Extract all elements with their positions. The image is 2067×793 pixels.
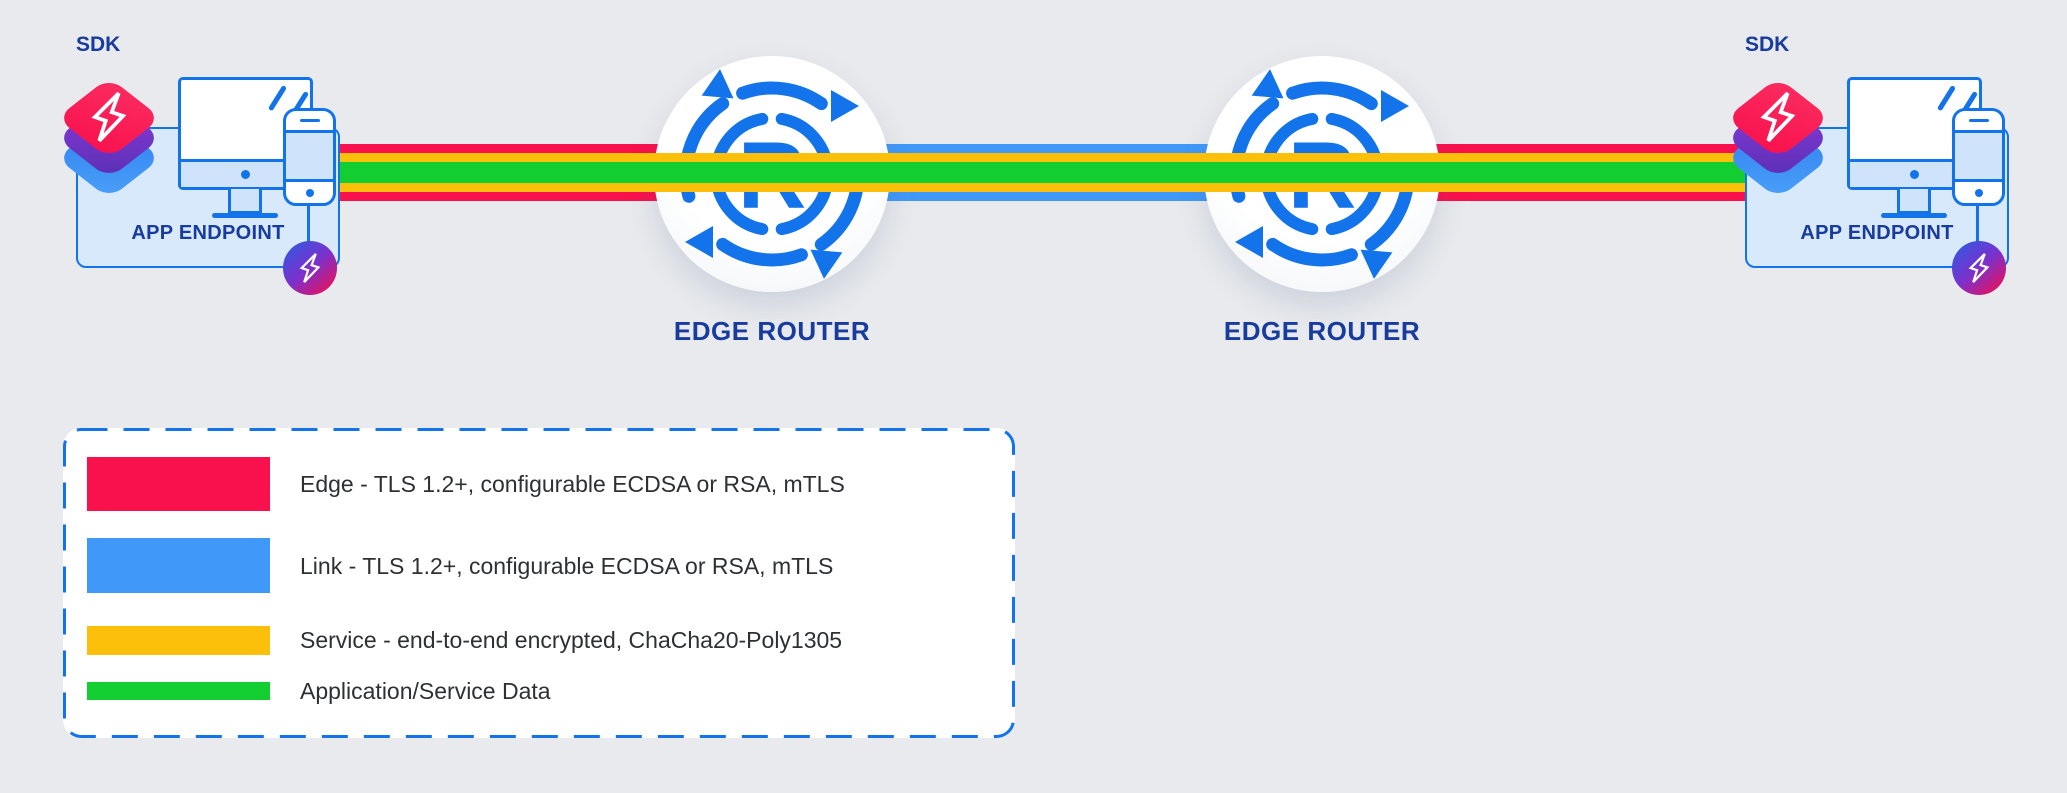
legend-swatch-edge (87, 457, 270, 511)
link-stripe-bottom (772, 192, 1322, 201)
legend-swatch-data (87, 682, 270, 700)
phone-icon (1952, 108, 2005, 206)
monitor-dot (241, 170, 250, 179)
monitor-stand (228, 189, 262, 214)
application-data-stripe (336, 162, 1745, 183)
link-stripe-top (772, 144, 1322, 153)
sdk-label: SDK (76, 33, 121, 56)
sdk-label: SDK (1745, 33, 1790, 56)
monitor-stand (1897, 189, 1931, 214)
phone-home-dot (305, 189, 314, 197)
legend-swatch-service (87, 626, 270, 655)
lightning-bolt-icon (297, 252, 323, 284)
phone-screen (1955, 130, 2002, 182)
edge-stripe-right-top (1322, 144, 1745, 153)
phone-icon (283, 108, 336, 206)
badge-connector-line (1976, 204, 1979, 244)
legend-dashed-border (63, 428, 1015, 738)
legend-swatch-link (87, 538, 270, 593)
edge-stripe-left-bottom (336, 192, 772, 201)
edge-stripe-left-top (336, 144, 772, 153)
monitor-base (1881, 213, 1947, 218)
lightning-bolt-icon (87, 90, 131, 144)
phone-home-dot (1974, 189, 1983, 197)
service-stripe-bottom (336, 183, 1745, 192)
lightning-bolt-icon (1756, 90, 1800, 144)
phone-speaker (299, 119, 320, 122)
endpoint-title: APP ENDPOINT (131, 222, 285, 244)
legend-box: Edge - TLS 1.2+, configurable ECDSA or R… (63, 428, 1015, 738)
legend-label-edge: Edge - TLS 1.2+, configurable ECDSA or R… (300, 471, 845, 497)
legend-label-data: Application/Service Data (300, 678, 551, 704)
legend-label-service: Service - end-to-end encrypted, ChaCha20… (300, 627, 843, 653)
lightning-bolt-icon (1966, 252, 1992, 284)
ziti-badge-icon (1952, 241, 2006, 295)
service-stripe-top (336, 153, 1745, 162)
legend-label-link: Link - TLS 1.2+, configurable ECDSA or R… (300, 553, 834, 579)
monitor-dot (1910, 170, 1919, 179)
edge-stripe-right-bottom (1322, 192, 1745, 201)
endpoint-title: APP ENDPOINT (1800, 222, 1954, 244)
monitor-base (212, 213, 278, 218)
ziti-badge-icon (283, 241, 337, 295)
badge-connector-line (307, 204, 310, 244)
router-label: EDGE ROUTER (1223, 316, 1421, 346)
phone-screen (286, 130, 333, 182)
phone-speaker (1968, 119, 1989, 122)
router-label: EDGE ROUTER (673, 316, 871, 346)
